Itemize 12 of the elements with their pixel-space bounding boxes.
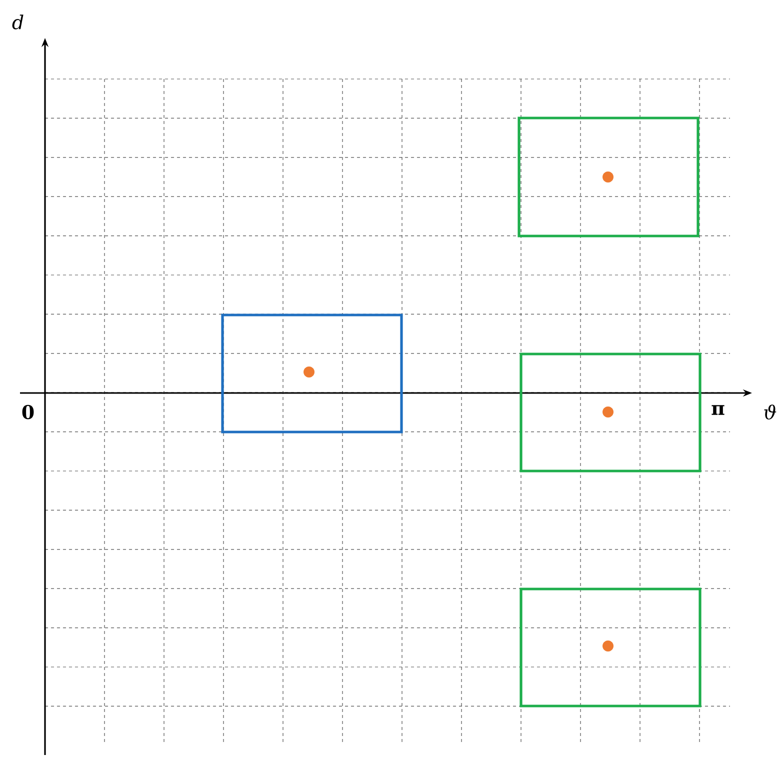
axis-label: d <box>12 14 24 30</box>
rectangle <box>520 352 702 472</box>
point-dot <box>602 640 614 652</box>
axis-label: π <box>712 405 724 415</box>
axis-label: 0 <box>22 404 34 420</box>
rectangle <box>520 588 702 708</box>
rectangle <box>221 314 403 434</box>
axis-label: ϑ <box>764 404 776 420</box>
point-dot <box>304 366 314 378</box>
point-dot <box>602 172 614 182</box>
point-dot <box>602 406 614 418</box>
rectangle <box>518 116 700 238</box>
